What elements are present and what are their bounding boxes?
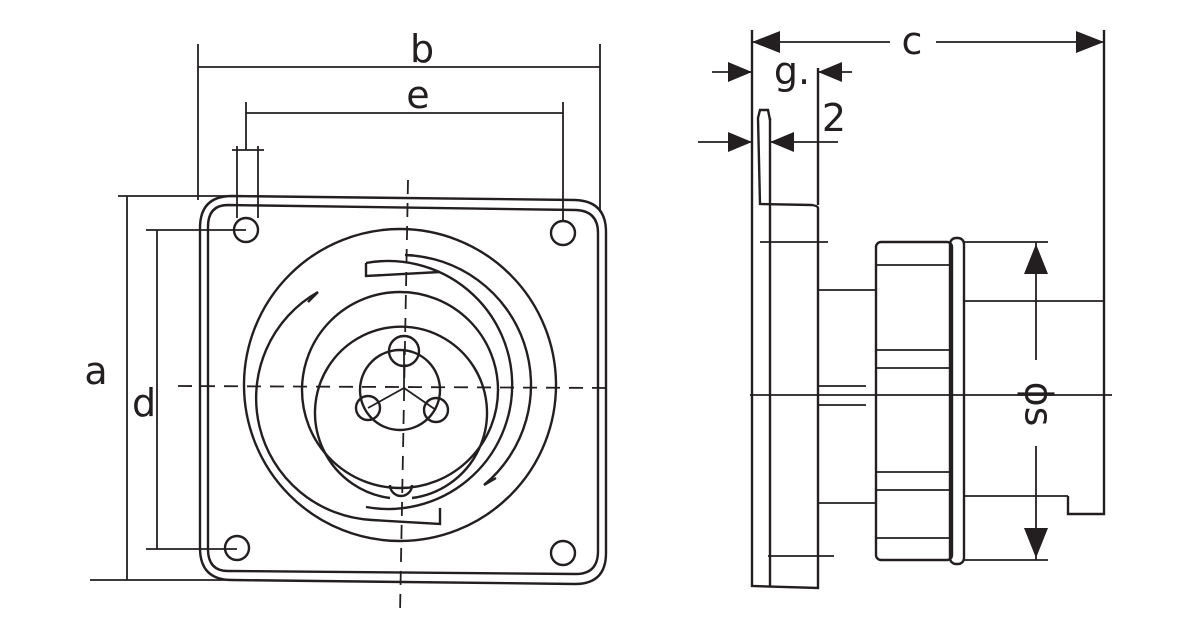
dim-phi-arrow-bottom	[1024, 528, 1048, 558]
socket-ring-2-notch	[364, 263, 441, 278]
side-body-ring	[948, 236, 966, 566]
dimension-e	[245, 102, 564, 220]
side-tab	[1066, 30, 1106, 516]
dim-2-arrow-left	[728, 132, 752, 152]
mounting-hole-bottom-left	[223, 534, 251, 562]
dimension-a	[90, 195, 232, 581]
dim-phi-arrow-top	[1024, 244, 1048, 274]
side-body	[874, 240, 954, 562]
pin-left	[354, 394, 382, 422]
front-centerline-vertical	[399, 179, 409, 615]
dim-2-arrow-right	[770, 132, 794, 152]
socket-ring-3	[254, 290, 442, 526]
dimension-b	[197, 44, 601, 212]
dimension-phi-s	[1024, 242, 1048, 560]
dim-c-arrow-right	[1076, 31, 1104, 53]
side-view	[750, 30, 1112, 590]
dim-g-arrow-left	[728, 62, 752, 82]
label-g: g.	[774, 49, 810, 93]
dim-g-arrow-right	[818, 62, 842, 82]
label-phi-s: ϕs	[1017, 382, 1061, 427]
mounting-hole-top-right	[549, 219, 577, 247]
socket-ring-4-end	[483, 476, 497, 487]
front-view	[177, 146, 613, 615]
pin-link-right	[403, 387, 437, 411]
dimension-d	[146, 229, 246, 550]
socket-ring-6	[313, 325, 489, 500]
socket-ring-5	[300, 290, 500, 490]
label-2: 2	[822, 96, 846, 140]
front-centerline-horizontal	[177, 385, 613, 389]
side-flange-outline	[750, 30, 820, 590]
socket-ring-3-side	[307, 291, 319, 303]
dim-c-arrow-left	[752, 31, 780, 53]
mounting-hole-bottom-right	[549, 539, 577, 567]
socket-ring-2	[365, 259, 514, 511]
flange-inner-outline	[206, 203, 600, 576]
dimension-2	[698, 132, 838, 152]
flange-outer-outline	[198, 194, 608, 586]
label-a: a	[84, 349, 107, 393]
pin-right	[422, 396, 450, 424]
label-b: b	[410, 27, 434, 71]
socket-outer-ring	[242, 227, 558, 543]
label-d: d	[132, 381, 156, 425]
key-slot	[388, 484, 414, 498]
dimension-g	[712, 62, 852, 82]
pin-face-circle	[358, 348, 442, 432]
dimension-c	[752, 31, 1104, 53]
label-e: e	[406, 73, 429, 117]
pin-link-left	[367, 387, 405, 409]
label-c: c	[902, 19, 923, 63]
socket-ring-4	[404, 253, 533, 486]
